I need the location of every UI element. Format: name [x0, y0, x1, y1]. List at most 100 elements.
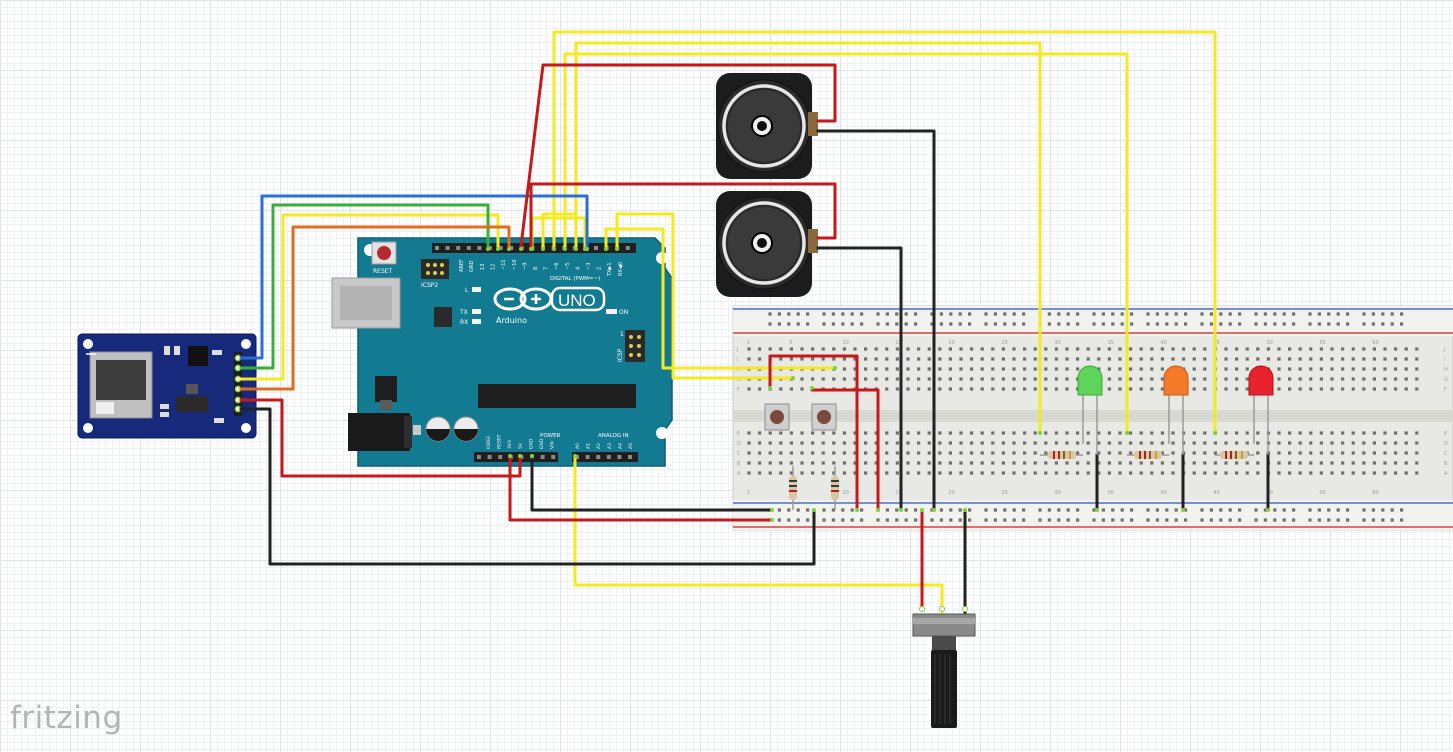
breadboard-hole[interactable]: [1171, 357, 1175, 361]
breadboard-hole[interactable]: [959, 357, 963, 361]
breadboard-hole[interactable]: [1129, 441, 1133, 445]
breadboard-hole[interactable]: [1044, 377, 1048, 381]
breadboard-hole[interactable]: [1065, 441, 1069, 445]
breadboard-hole[interactable]: [779, 461, 783, 465]
rail-hole[interactable]: [860, 508, 864, 512]
rail-hole[interactable]: [1292, 518, 1296, 522]
rail-hole[interactable]: [1228, 518, 1232, 522]
breadboard-hole[interactable]: [1001, 347, 1005, 351]
rail-hole[interactable]: [768, 312, 772, 316]
breadboard-hole[interactable]: [1192, 471, 1196, 475]
breadboard-hole[interactable]: [1001, 441, 1005, 445]
rail-hole[interactable]: [1336, 322, 1340, 326]
breadboard-hole[interactable]: [1033, 377, 1037, 381]
breadboard-hole[interactable]: [1383, 441, 1387, 445]
rail-hole[interactable]: [885, 312, 889, 316]
breadboard-hole[interactable]: [1245, 377, 1249, 381]
wire-red-button1[interactable]: [768, 354, 859, 512]
breadboard-hole[interactable]: [1107, 367, 1111, 371]
rail-hole[interactable]: [1200, 508, 1204, 512]
breadboard-hole[interactable]: [1224, 357, 1228, 361]
rail-hole[interactable]: [1228, 312, 1232, 316]
breadboard-hole[interactable]: [1256, 451, 1260, 455]
breadboard-hole[interactable]: [1341, 441, 1345, 445]
breadboard-hole[interactable]: [779, 431, 783, 435]
breadboard-hole[interactable]: [970, 461, 974, 465]
breadboard-hole[interactable]: [970, 357, 974, 361]
breadboard-hole[interactable]: [853, 451, 857, 455]
breadboard-hole[interactable]: [1404, 471, 1408, 475]
breadboard-hole[interactable]: [1288, 471, 1292, 475]
breadboard-hole[interactable]: [1245, 431, 1249, 435]
rail-hole[interactable]: [1130, 312, 1134, 316]
breadboard-hole[interactable]: [811, 377, 815, 381]
breadboard-hole[interactable]: [906, 347, 910, 351]
breadboard-hole[interactable]: [895, 387, 899, 391]
breadboard-hole[interactable]: [811, 431, 815, 435]
breadboard-hole[interactable]: [864, 347, 868, 351]
breadboard-hole[interactable]: [1086, 431, 1090, 435]
breadboard-hole[interactable]: [758, 387, 762, 391]
breadboard-hole[interactable]: [1277, 451, 1281, 455]
rail-hole[interactable]: [1317, 508, 1321, 512]
rail-hole[interactable]: [1400, 312, 1404, 316]
breadboard-hole[interactable]: [758, 347, 762, 351]
rail-hole[interactable]: [1219, 312, 1223, 316]
breadboard-hole[interactable]: [927, 471, 931, 475]
rail-hole[interactable]: [806, 508, 810, 512]
breadboard-hole[interactable]: [959, 431, 963, 435]
breadboard-hole[interactable]: [927, 367, 931, 371]
breadboard-hole[interactable]: [938, 461, 942, 465]
breadboard-hole[interactable]: [980, 461, 984, 465]
breadboard-hole[interactable]: [1203, 441, 1207, 445]
breadboard-hole[interactable]: [1160, 431, 1164, 435]
rail-hole[interactable]: [914, 322, 918, 326]
rail-hole[interactable]: [1346, 312, 1350, 316]
breadboard-hole[interactable]: [1235, 471, 1239, 475]
breadboard-hole[interactable]: [1383, 431, 1387, 435]
breadboard-hole[interactable]: [1171, 451, 1175, 455]
rail-hole[interactable]: [1292, 508, 1296, 512]
breadboard-hole[interactable]: [1404, 431, 1408, 435]
breadboard-hole[interactable]: [1107, 471, 1111, 475]
breadboard-hole[interactable]: [864, 461, 868, 465]
breadboard-hole[interactable]: [1023, 357, 1027, 361]
breadboard-hole[interactable]: [1266, 357, 1270, 361]
rail-hole[interactable]: [1292, 312, 1296, 316]
breadboard-hole[interactable]: [768, 431, 772, 435]
breadboard-hole[interactable]: [885, 471, 889, 475]
breadboard-hole[interactable]: [970, 377, 974, 381]
rail-hole[interactable]: [1282, 312, 1286, 316]
breadboard-hole[interactable]: [1139, 377, 1143, 381]
breadboard-hole[interactable]: [885, 431, 889, 435]
breadboard-hole[interactable]: [1330, 471, 1334, 475]
breadboard-hole[interactable]: [811, 357, 815, 361]
breadboard-hole[interactable]: [991, 441, 995, 445]
breadboard-hole[interactable]: [1118, 471, 1122, 475]
breadboard-hole[interactable]: [1012, 461, 1016, 465]
breadboard-hole[interactable]: [1372, 367, 1376, 371]
breadboard-hole[interactable]: [1065, 357, 1069, 361]
breadboard-hole[interactable]: [1044, 441, 1048, 445]
breadboard-hole[interactable]: [1383, 471, 1387, 475]
breadboard-hole[interactable]: [1192, 367, 1196, 371]
breadboard-hole[interactable]: [885, 347, 889, 351]
led-red[interactable]: [1248, 365, 1274, 455]
breadboard-hole[interactable]: [832, 357, 836, 361]
wire-blue-sd[interactable]: [239, 194, 589, 360]
breadboard-hole[interactable]: [1139, 431, 1143, 435]
rail-hole[interactable]: [949, 312, 953, 316]
rail-hole[interactable]: [822, 518, 826, 522]
breadboard-hole[interactable]: [980, 387, 984, 391]
breadboard-hole[interactable]: [874, 451, 878, 455]
breadboard-hole[interactable]: [789, 347, 793, 351]
breadboard-hole[interactable]: [1256, 431, 1260, 435]
breadboard-hole[interactable]: [1086, 441, 1090, 445]
breadboard-hole[interactable]: [821, 357, 825, 361]
breadboard-hole[interactable]: [1330, 387, 1334, 391]
rail-hole[interactable]: [1146, 508, 1150, 512]
breadboard-hole[interactable]: [1298, 357, 1302, 361]
breadboard-hole[interactable]: [948, 377, 952, 381]
breadboard-hole[interactable]: [800, 377, 804, 381]
breadboard-hole[interactable]: [1277, 441, 1281, 445]
